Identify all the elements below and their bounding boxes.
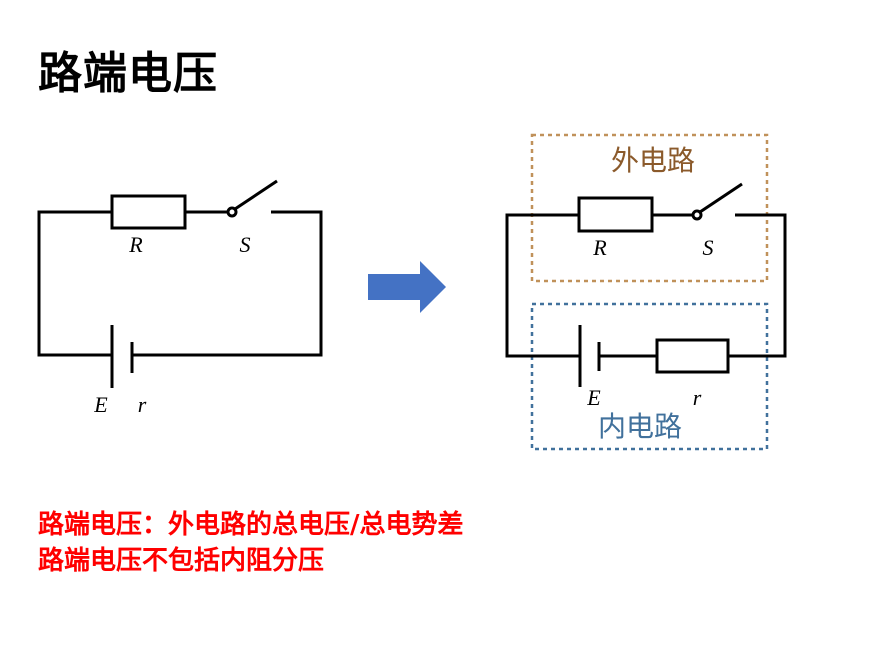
right-circuit xyxy=(505,182,787,387)
left-circuit xyxy=(37,179,323,388)
left-label-E: E xyxy=(93,392,108,417)
slide-title: 路端电压 xyxy=(38,48,218,99)
right-label-R: R xyxy=(592,235,607,260)
left-label-R: R xyxy=(128,232,143,257)
internal-circuit-box xyxy=(530,302,769,451)
right-resistor-r xyxy=(655,338,730,374)
external-circuit-label: 外电路 xyxy=(611,144,695,177)
internal-circuit-label: 内电路 xyxy=(598,410,682,443)
left-resistor-R xyxy=(110,194,187,230)
right-label-S: S xyxy=(703,235,714,260)
left-switch-blade xyxy=(234,179,278,211)
right-wire-top-left xyxy=(505,213,580,358)
right-resistor-R xyxy=(577,196,654,233)
right-switch-pivot xyxy=(691,209,703,221)
left-wire-right xyxy=(132,210,323,357)
right-label-E: E xyxy=(586,385,601,410)
external-circuit-box xyxy=(530,133,769,283)
left-switch-pivot xyxy=(226,206,238,218)
left-wire-top-left xyxy=(37,210,112,357)
right-label-r: r xyxy=(693,385,702,410)
note-exclusion: 路端电压不包括内阻分压 xyxy=(38,546,325,576)
left-label-S: S xyxy=(240,232,251,257)
note-definition: 路端电压：外电路的总电压/总电势差 xyxy=(38,510,464,540)
left-label-r: r xyxy=(138,392,147,417)
right-switch-blade xyxy=(699,182,743,214)
right-arrow-icon xyxy=(368,261,446,313)
right-wire-right xyxy=(728,213,787,358)
